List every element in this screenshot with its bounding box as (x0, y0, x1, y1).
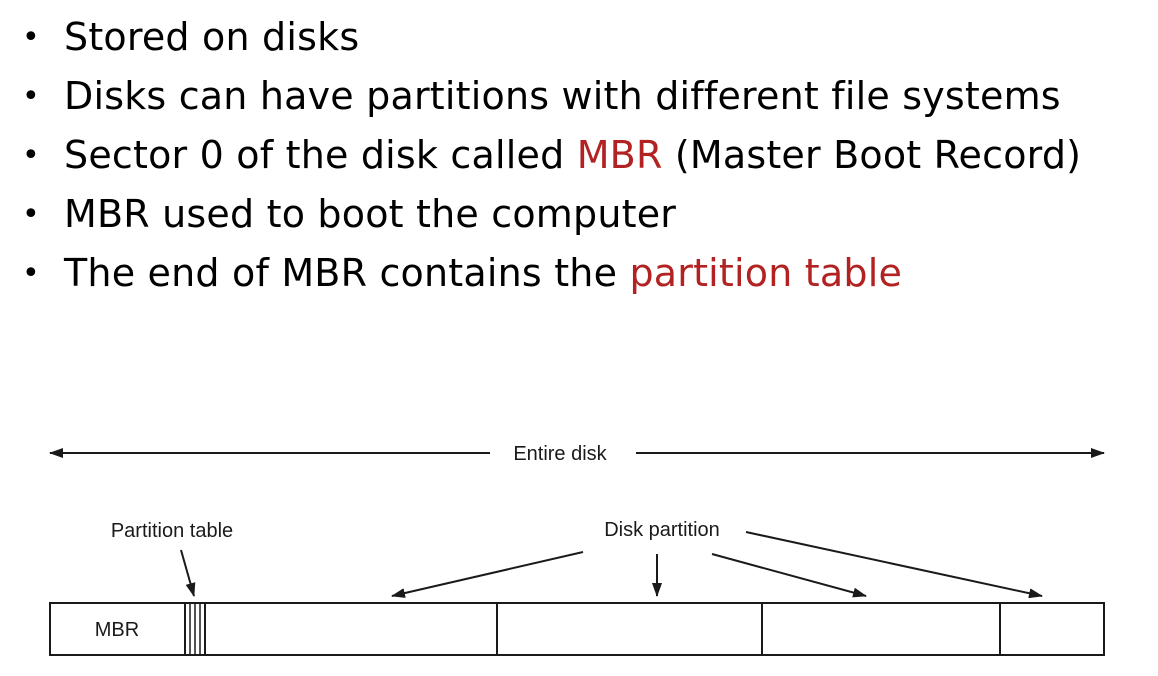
mbr-label: MBR (95, 619, 139, 641)
partition-table-label: Partition table (111, 520, 233, 542)
bullet-dot: • (22, 197, 40, 232)
bullet-dot: • (22, 256, 40, 291)
entire-disk-label: Entire disk (513, 443, 607, 465)
disk-layout-diagram: Entire disk Partition table Disk partiti… (49, 443, 1105, 656)
bullet-partition-table: • The end of MBR contains the partition … (0, 250, 1158, 297)
partition-table-highlight: partition table (629, 251, 903, 295)
bullet-text: Sector 0 of the disk called (64, 133, 577, 177)
disk-partition-arrow-3 (711, 553, 867, 598)
disk-partition-arrow-1 (391, 551, 584, 598)
bullet-stored-on-disks: • Stored on disks (0, 14, 1158, 61)
bullet-list: • Stored on disks • Disks can have parti… (0, 14, 1158, 309)
bullet-text: Stored on disks (64, 15, 360, 59)
bullet-disk-partitions: • Disks can have partitions with differe… (0, 73, 1158, 120)
bullet-dot: • (22, 138, 40, 173)
disk-partition-label: Disk partition (604, 519, 720, 541)
disk-bar (49, 602, 1105, 656)
bullet-text: MBR used to boot the computer (64, 192, 677, 236)
partition-table-lines (184, 603, 206, 655)
bullet-dot: • (22, 20, 40, 55)
bullet-sector-zero-mbr: • Sector 0 of the disk called MBR (Maste… (0, 132, 1158, 179)
bullet-mbr-boot: • MBR used to boot the computer (0, 191, 1158, 238)
bullet-text: Disks can have partitions with different… (64, 74, 1061, 118)
bullet-text: The end of MBR contains the (64, 251, 630, 295)
bullet-text: (Master Boot Record) (662, 133, 1082, 177)
disk-partition-arrow-4 (745, 531, 1043, 599)
bullet-dot: • (22, 79, 40, 114)
partition-table-arrow (180, 549, 196, 597)
mbr-highlight: MBR (576, 133, 663, 177)
